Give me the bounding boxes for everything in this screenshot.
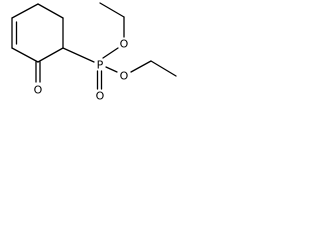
phosphorus-oxygen-upper-bond [102,47,119,59]
ring-bond-c4-c5 [11,47,39,63]
phosphorus-label: P [97,59,104,72]
upper-ethyl-bond-2 [99,2,125,18]
ring-bond-c1-c2 [37,3,64,19]
carbon-phosphorus-bond [62,47,95,63]
lower-ethyl-bond-1 [130,60,152,73]
ester-oxygen-upper-label: O [120,38,129,51]
phosphoryl-oxygen-label: O [96,90,105,103]
molecule-structure: O P O O O [11,2,177,103]
phosphorus-oxygen-lower-bond [105,66,118,73]
ring-bond-c6-c1 [11,3,39,19]
lower-ethyl-bond-2 [150,60,177,77]
carbonyl-oxygen-label: O [34,84,43,97]
ester-oxygen-lower-label: O [120,70,129,83]
ring-bond-c3-c4 [37,47,64,63]
